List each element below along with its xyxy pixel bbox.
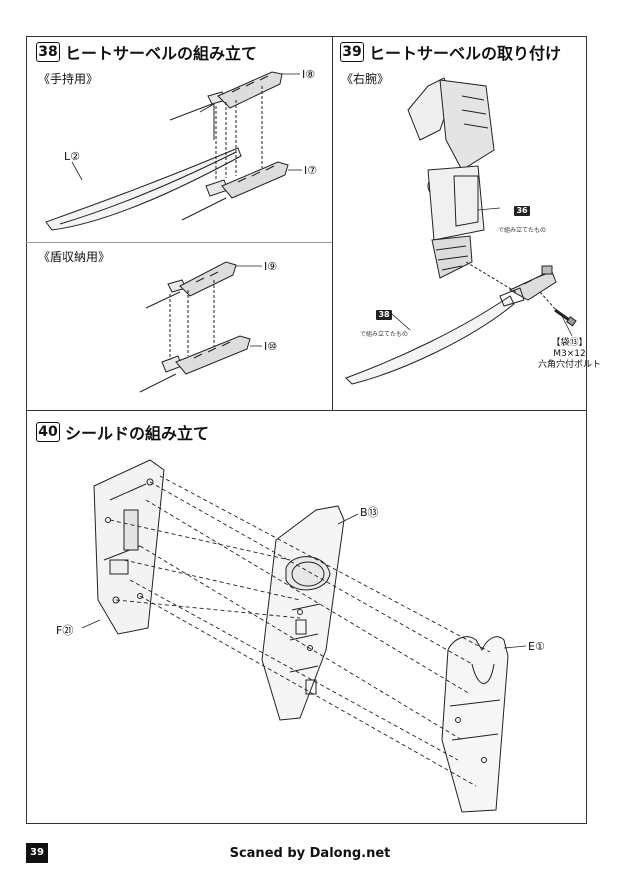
step-38-header: 38 ヒートサーベルの組み立て: [36, 40, 257, 64]
shield-part-e1-illustration: [441, 636, 509, 813]
shield-part-b13-illustration: [261, 505, 345, 721]
hilt-part-i8-illustration: [169, 71, 283, 140]
heat-saber-illustration: [345, 265, 557, 385]
panel-divider-horizontal: [26, 410, 586, 411]
step-39-title: ヒートサーベルの取り付け: [369, 44, 562, 63]
step-38-title: ヒートサーベルの組み立て: [65, 44, 258, 63]
bolt-illustration: [554, 308, 577, 327]
ref-step-36: 36 で組み立てたもの: [498, 198, 546, 236]
bolt-name: 六角穴付ボルト: [538, 360, 602, 370]
step-40-header: 40 シールドの組み立て: [36, 420, 209, 444]
panel-divider-sub: [26, 242, 332, 243]
page-frame: [26, 36, 587, 824]
bolt-bag: 【袋⑬】: [551, 338, 588, 348]
part-label-f21: F㉑: [56, 624, 74, 637]
part-label-i7: I⑦: [304, 164, 318, 177]
bolt-callout: 【袋⑬】 M3×12 六角穴付ボルト: [538, 338, 601, 371]
part-label-l2: L②: [64, 150, 80, 163]
bolt-size: M3×12: [553, 349, 586, 359]
variant-hand-label: 《手持用》: [38, 72, 99, 86]
ref-step-38-note: で組み立てたもの: [360, 331, 409, 338]
ref-step-38: 38 で組み立てたもの: [360, 302, 408, 340]
ref-step-36-badge: 36: [514, 206, 530, 216]
step-38-number: 38: [36, 42, 60, 62]
step-39-header: 39 ヒートサーベルの取り付け: [340, 40, 561, 64]
part-label-i10: I⑩: [264, 340, 278, 353]
hilt-part-i10-illustration: [139, 335, 251, 393]
panel-divider-vertical: [332, 36, 333, 410]
part-label-i9: I⑨: [264, 260, 278, 273]
ref-step-38-badge: 38: [376, 310, 392, 320]
part-label-i8: I⑧: [302, 68, 316, 81]
variant-right-arm-label: 《右腕》: [341, 72, 390, 86]
ref-step-36-note: で組み立てたもの: [498, 227, 547, 234]
step-39-number: 39: [340, 42, 364, 62]
part-label-e1: E①: [528, 640, 545, 653]
step-40-number: 40: [36, 422, 60, 442]
page-number: 39: [26, 843, 48, 863]
part-label-b13: B⑬: [360, 506, 379, 519]
right-arm-illustration: [407, 77, 495, 279]
hilt-part-i7-illustration: [181, 161, 289, 221]
step-40-title: シールドの組み立て: [65, 424, 210, 443]
scan-credit: Scaned by Dalong.net: [229, 846, 391, 861]
hilt-part-i9-illustration: [145, 261, 237, 309]
variant-shield-label: 《盾収納用》: [38, 250, 111, 264]
shield-part-f21-illustration: [93, 459, 165, 635]
